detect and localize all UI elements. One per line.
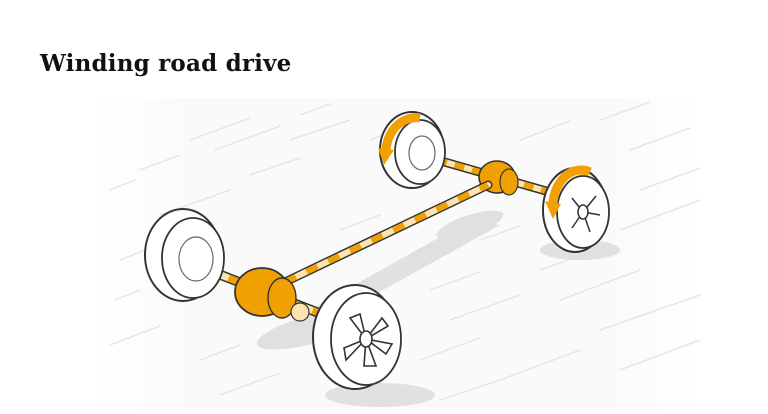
rotation-arrow-rear-right bbox=[545, 165, 592, 219]
front-right-wheel bbox=[312, 284, 402, 390]
rotation-arrow-rear-left bbox=[378, 113, 421, 165]
page-title: Winding road drive bbox=[40, 50, 292, 77]
drive-shaft bbox=[280, 180, 493, 287]
front-left-wheel bbox=[144, 208, 225, 302]
front-differential bbox=[234, 267, 310, 322]
